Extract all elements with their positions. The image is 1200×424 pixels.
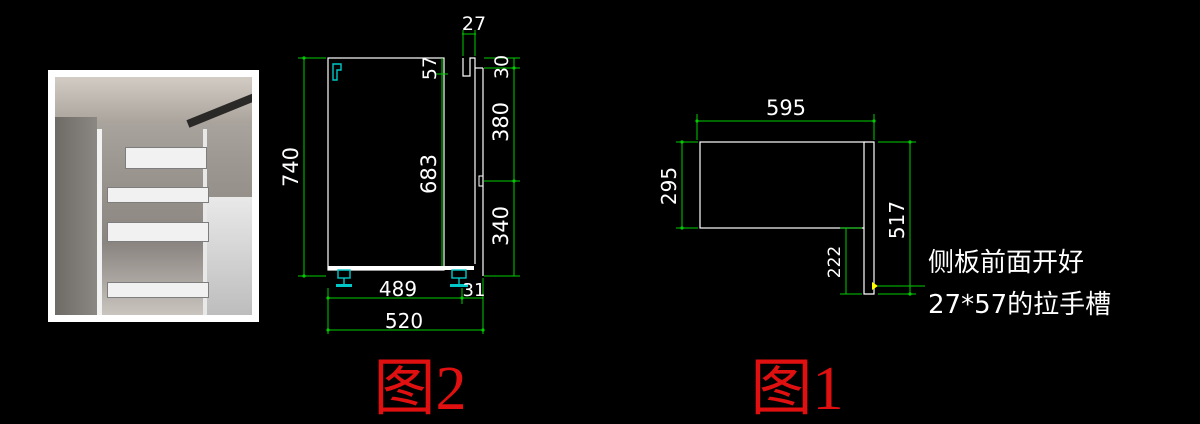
figure2-caption: 图2	[373, 355, 466, 423]
figure1-caption: 图1	[750, 355, 843, 423]
note-line-2: 27*57的拉手槽	[928, 290, 1111, 320]
side-panel-profile	[462, 57, 476, 264]
dim-inner-width: 489	[379, 277, 417, 301]
middle-groove	[478, 175, 483, 187]
dim-upper: 380	[489, 102, 513, 142]
dim-total-width: 520	[385, 309, 423, 333]
bottom-panel	[328, 266, 474, 270]
dim-handle-height: 57	[419, 56, 441, 80]
drawer-photo	[48, 70, 259, 322]
hinge-icon	[332, 63, 342, 81]
figure1-dimension-ticks	[680, 119, 912, 296]
figure1-drawing: 595 295 517 222 侧板前面开好 27*57的拉手槽 图1	[657, 96, 1111, 423]
dim-tail: 222	[825, 246, 845, 278]
panel-body-outline	[699, 141, 865, 229]
leveling-foot-icon	[336, 269, 352, 287]
side-panel-profile	[863, 141, 875, 295]
photo-drawer-basket	[107, 222, 209, 242]
dim-top-gap: 30	[491, 55, 513, 79]
figure2-drawing: 740 683 57 30 380 340 27 489 31 520 图2	[279, 13, 520, 423]
dim-height: 740	[279, 147, 303, 187]
figure2-dimension-ticks	[302, 56, 516, 332]
photo-drawer-basket	[107, 187, 209, 203]
dim-inner-height: 683	[417, 154, 441, 194]
photo-drawer-basket	[125, 147, 207, 169]
dim-handle-width: 27	[462, 13, 486, 35]
dim-panel: 31	[463, 280, 486, 301]
photo-cabinet-side	[55, 117, 97, 315]
figure1-dimension-lines	[676, 114, 925, 295]
dim-width: 595	[766, 96, 806, 120]
pull-out-drawer-photo-icon	[55, 77, 252, 315]
photo-glass	[205, 197, 252, 315]
leveling-foot-icon	[450, 269, 468, 287]
dim-height: 295	[657, 167, 681, 205]
dim-side-height: 517	[885, 201, 909, 239]
note-line-1: 侧板前面开好	[928, 248, 1084, 278]
dim-lower: 340	[489, 206, 513, 246]
handle-slot-marker-icon	[872, 282, 878, 290]
photo-drawer-basket	[107, 282, 209, 298]
